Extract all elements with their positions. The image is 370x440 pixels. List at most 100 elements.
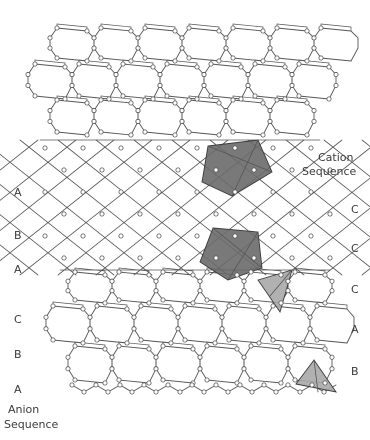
atom [153,278,159,284]
atom [282,64,288,70]
atom [124,340,130,346]
atom [308,233,314,239]
atom [278,300,284,306]
atom [189,382,195,388]
bond [254,63,286,68]
atom [273,389,279,395]
atom [329,354,335,360]
atom [84,58,90,64]
bond [162,267,194,272]
atom [285,288,291,294]
atom [327,167,333,173]
atom [308,189,314,195]
bond [140,305,172,310]
atom [94,337,100,343]
bond [316,339,348,344]
atom [216,58,222,64]
bond [96,301,128,306]
bond [0,139,77,201]
atom [120,61,126,67]
bond [174,120,183,136]
atom [263,326,269,332]
atom [116,297,122,303]
atom [109,366,115,372]
bond [56,27,88,32]
anion-layer-label: C [14,313,22,326]
bond [144,131,176,136]
atom [54,55,60,61]
atom [72,377,78,383]
bond [320,57,352,62]
atom [311,108,317,114]
atom [248,377,254,383]
atom [128,132,134,138]
cation-layer-label: C [351,203,359,216]
atom [201,389,207,395]
bond [171,139,343,276]
bond [218,120,227,136]
bond [210,59,242,64]
atom [270,303,276,309]
atom [102,272,108,278]
atom [118,145,124,151]
atom [80,189,86,195]
atom [278,272,284,278]
bond [294,267,326,272]
atom [98,129,104,135]
atom [179,45,185,51]
bond [78,59,110,64]
bond [210,63,242,68]
bond [276,131,308,136]
atom [311,118,317,124]
atom [175,326,181,332]
atom [230,97,236,103]
atom [113,72,119,78]
bond [306,120,315,136]
atom [186,129,192,135]
bond [228,301,260,306]
cation-sequence-caption-line1: Cation [318,151,354,164]
bond [214,328,223,344]
bond [276,99,308,104]
bond [56,99,88,104]
atom [232,189,238,195]
atom [91,108,97,114]
bond [276,27,308,32]
atom [232,233,238,239]
atom [307,326,313,332]
atom [226,303,232,309]
bond [313,359,319,393]
atom [80,306,86,312]
atom [179,108,185,114]
coordination-polyhedron [201,139,273,197]
bond [258,328,267,344]
atom [156,233,162,239]
atom [263,314,269,320]
atom [285,366,291,372]
bond [52,301,84,306]
atom [102,300,108,306]
atom [226,337,232,343]
atom [137,211,143,217]
atom [118,189,124,195]
atom [261,382,267,388]
bond [207,145,273,173]
atom [164,93,170,99]
bond [166,59,198,64]
atom [204,297,210,303]
atom [201,72,207,78]
atom [47,35,53,41]
atom [216,100,222,106]
bond [188,27,220,32]
bond [133,139,305,276]
atom [106,96,112,102]
atom [213,211,219,217]
bond [206,345,238,350]
atom [179,118,185,124]
bond [188,99,220,104]
atom [245,82,251,88]
atom [160,343,166,349]
atom [137,255,143,261]
atom [156,189,162,195]
atom [135,45,141,51]
